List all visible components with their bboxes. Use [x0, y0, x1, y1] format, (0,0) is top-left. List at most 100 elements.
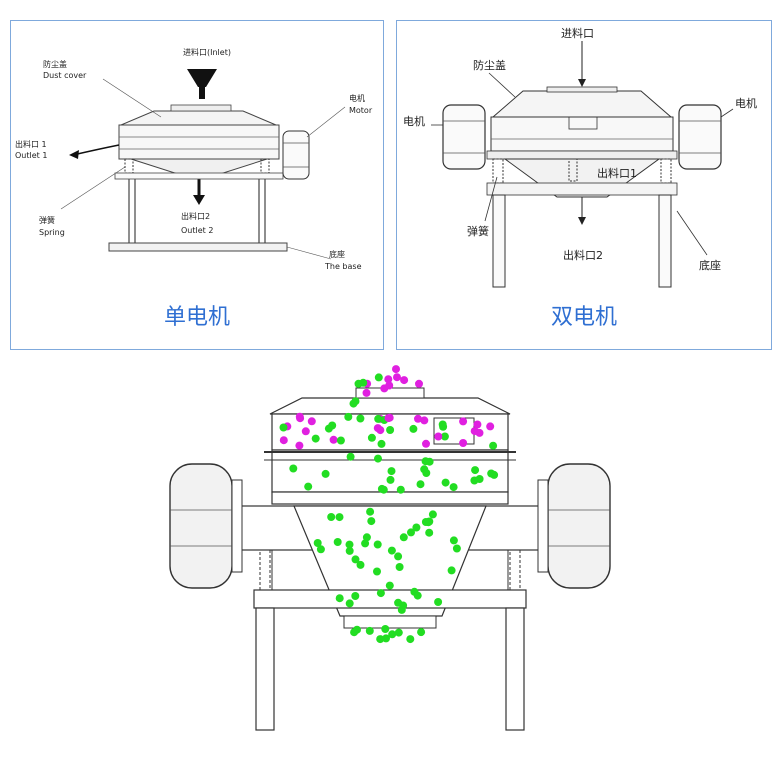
particle	[345, 599, 354, 608]
spring-right	[660, 158, 672, 184]
particle	[413, 591, 422, 600]
particle	[475, 428, 484, 437]
particle	[417, 628, 426, 637]
particle	[407, 528, 415, 537]
caption-single-motor: 单电机	[163, 305, 230, 330]
label-base-cn: 底座	[329, 249, 345, 259]
motor-right	[678, 104, 722, 170]
label-dust-cover: 防尘盖	[473, 58, 506, 72]
particle	[374, 454, 382, 463]
particle	[385, 581, 394, 590]
sieve-deck-bottom	[271, 491, 509, 505]
particle	[295, 441, 304, 450]
particle	[333, 538, 342, 546]
particle	[397, 605, 406, 614]
particle	[449, 483, 458, 492]
sieve-body	[490, 116, 674, 152]
label-outlet2-cn: 出料口2	[181, 211, 210, 221]
particle	[351, 555, 360, 564]
particle	[489, 441, 498, 450]
sifting-illustration	[169, 365, 611, 731]
particle	[385, 381, 394, 390]
particle	[406, 635, 415, 644]
particle	[307, 417, 316, 426]
particle	[486, 422, 495, 431]
particle	[376, 589, 385, 598]
particle	[336, 436, 345, 445]
particle	[362, 533, 371, 542]
particle	[381, 625, 390, 633]
base-leg-left	[492, 194, 506, 288]
motor	[282, 130, 310, 180]
label-motor-cn: 电机	[349, 93, 365, 103]
particle	[356, 560, 365, 569]
particle	[473, 420, 482, 429]
particle	[392, 365, 400, 374]
particle	[394, 628, 403, 637]
particle	[422, 439, 430, 448]
particle	[350, 628, 359, 637]
label-spring-en: Spring	[39, 228, 65, 237]
particle	[351, 592, 360, 600]
label-inlet: 进料口(Inlet)	[183, 47, 231, 57]
spring-right	[260, 158, 270, 174]
sieve-body	[118, 124, 280, 160]
particle	[346, 452, 355, 461]
particle	[415, 379, 423, 388]
label-dust-cn: 防尘盖	[43, 59, 67, 69]
particle	[452, 544, 461, 553]
particle	[420, 465, 429, 474]
particle	[487, 469, 496, 478]
particle	[335, 513, 344, 522]
base-leg-left	[255, 607, 275, 731]
particle	[395, 563, 404, 571]
particle	[313, 539, 322, 547]
particle	[384, 375, 393, 384]
label-motor-en: Motor	[349, 106, 373, 115]
dust-cover	[120, 110, 277, 126]
particle	[345, 546, 354, 555]
base-leg-right	[658, 194, 672, 288]
particle	[441, 478, 450, 487]
particle	[377, 439, 386, 448]
label-outlet1: 出料口1	[597, 166, 637, 180]
particle	[459, 439, 468, 447]
dual-motor-panel: 进料口 防尘盖 电机 电机 出料口1 弹簧 出料口2 底座 双电机	[396, 20, 772, 350]
particle	[386, 426, 395, 434]
particle	[425, 528, 434, 537]
inlet-funnel	[187, 69, 217, 87]
label-outlet1-cn: 出料口 1	[15, 139, 47, 149]
motor-left	[169, 463, 233, 589]
label-outlet1-en: Outlet 1	[15, 151, 47, 160]
particle	[386, 475, 395, 484]
particle	[379, 485, 388, 494]
particle	[421, 518, 430, 526]
discharge-cone	[293, 505, 487, 617]
particle	[382, 634, 390, 643]
particle	[374, 414, 383, 423]
particle	[396, 485, 405, 494]
particle	[393, 373, 401, 382]
particle	[311, 434, 320, 443]
particle	[416, 480, 425, 489]
particle	[373, 567, 381, 576]
single-motor-diagram: 进料口(Inlet) 防尘盖 Dust cover 电机 Motor 出料口 1…	[15, 47, 373, 271]
particle	[388, 630, 397, 639]
particle	[439, 422, 448, 431]
spring-center	[568, 158, 578, 182]
caption-dual-motor: 双电机	[550, 305, 617, 330]
particle	[440, 432, 449, 441]
spring-left	[259, 549, 271, 591]
particle	[335, 594, 344, 603]
motor-right	[547, 463, 611, 589]
spring-left	[124, 158, 134, 174]
particle	[329, 435, 338, 444]
dual-motor-diagram: 进料口 防尘盖 电机 电机 出料口1 弹簧 出料口2 底座	[403, 26, 757, 288]
label-motor-right: 电机	[735, 96, 757, 110]
particle	[328, 421, 337, 430]
particle	[471, 466, 480, 475]
particle	[327, 513, 336, 521]
particle	[400, 376, 409, 385]
particle	[296, 414, 305, 423]
particle	[359, 378, 368, 387]
